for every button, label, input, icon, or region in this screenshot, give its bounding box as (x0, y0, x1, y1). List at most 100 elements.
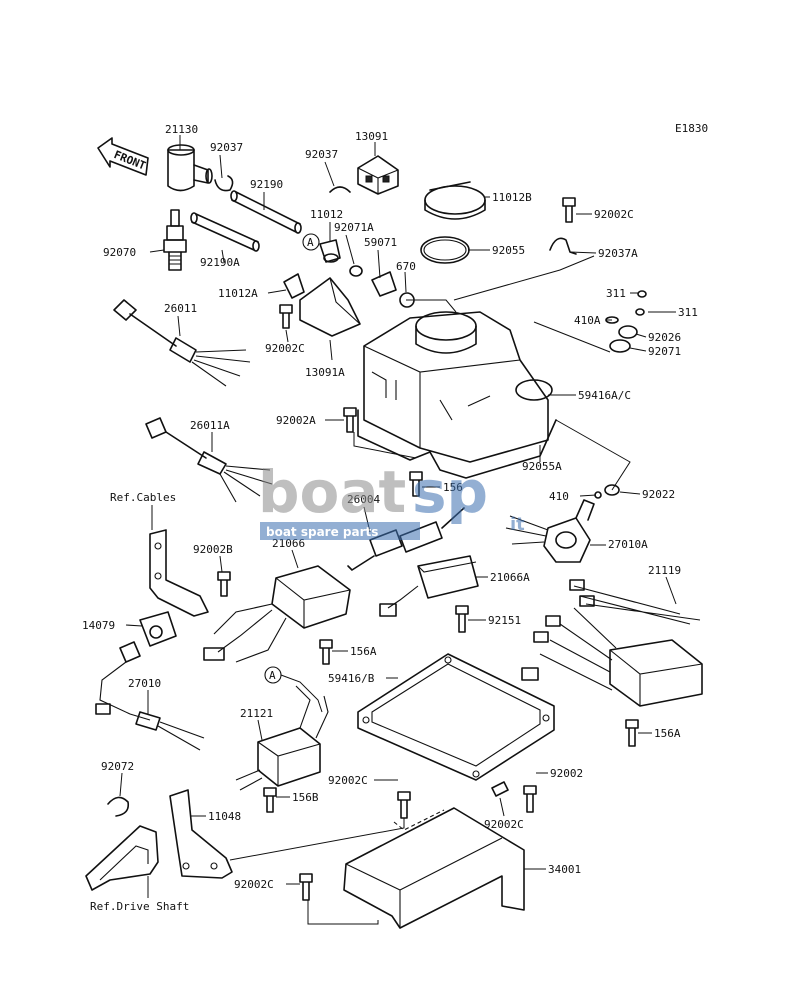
callout-311: 311 (606, 287, 626, 300)
callout-11012a: 11012A (218, 287, 258, 300)
bolt-92002c-icon (279, 197, 576, 329)
callout-92002c: 92002C (234, 878, 274, 891)
callout-26011a: 26011A (190, 419, 230, 432)
ignition-coil-21121-icon (235, 685, 329, 791)
o-ring-92055-icon (420, 236, 470, 264)
switch-14079-icon (95, 611, 205, 751)
bracket-11048-icon (169, 789, 233, 879)
gasket-92055a-icon (357, 409, 557, 479)
bolt-156-icon (409, 471, 423, 497)
gasket-59416b-icon (357, 653, 555, 781)
callout-27010a: 27010A (608, 538, 648, 551)
bolt-92151-icon (455, 605, 469, 633)
callout-156a: 156A (350, 645, 377, 658)
svg-text:A: A (307, 236, 314, 249)
callout-92151: 92151 (488, 614, 521, 627)
tube-92190-icon (190, 190, 302, 252)
bolt-92002c-bl-icon (299, 873, 313, 901)
small-parts-right-icon (605, 290, 647, 353)
callout-26011: 26011 (164, 302, 197, 315)
callout-311: 311 (678, 306, 698, 319)
marker-a-bottom: A (264, 666, 323, 713)
callout-21066: 21066 (272, 537, 305, 550)
regulator-21066-icon (203, 565, 351, 663)
bracket-34001-icon (343, 807, 525, 929)
callout-92071a: 92071A (334, 221, 374, 234)
ref-drive-shaft-bracket-icon (85, 825, 159, 891)
callout-92070: 92070 (103, 246, 136, 259)
leader-lines (119, 135, 677, 925)
callout-92037: 92037 (210, 141, 243, 154)
switch-27010a-icon (505, 499, 595, 563)
bolt-92002-icon (397, 781, 537, 819)
bolt-156b-icon (263, 787, 277, 813)
callout-14079: 14079 (82, 619, 115, 632)
callout-92002c: 92002C (484, 818, 524, 831)
grommet-11012-icon (319, 239, 415, 308)
watermark-brand-b: sp (412, 458, 488, 526)
callout-92190a: 92190A (200, 256, 240, 269)
clamp-92037a-icon (549, 237, 577, 255)
callout-21130: 21130 (165, 123, 198, 136)
figure-code: E1830 (675, 122, 708, 135)
callout-156: 156 (443, 481, 463, 494)
callout-92022: 92022 (642, 488, 675, 501)
ref-cables-bracket-icon (149, 529, 209, 617)
spark-plug-92070-icon (163, 209, 187, 271)
callout-92002: 92002 (550, 767, 583, 780)
watermark-brand-a: boat (258, 458, 406, 526)
box-21066a-icon (379, 555, 479, 617)
callout-11012b: 11012B (492, 191, 532, 204)
ring-410-icon (594, 484, 620, 499)
bolt-92002a-icon (343, 407, 357, 433)
bracket-13091a-icon (283, 273, 361, 337)
callout-92071: 92071 (648, 345, 681, 358)
bolt-92002b-icon (217, 571, 231, 597)
callout-92026: 92026 (648, 331, 681, 344)
callout-156b: 156B (292, 791, 319, 804)
cap-11012b-icon (424, 181, 486, 220)
callout-21119: 21119 (648, 564, 681, 577)
harness-26011a-icon (145, 417, 273, 503)
watermark-tagline-bar (260, 522, 420, 540)
callout-670: 670 (396, 260, 416, 273)
callout-92037: 92037 (305, 148, 338, 161)
callout-92055a: 92055A (522, 460, 562, 473)
callout-92002c: 92002C (594, 208, 634, 221)
harness-26011-icon (113, 299, 251, 387)
ignition-cap-21130-icon (167, 144, 213, 192)
callout-92002c: 92002C (328, 774, 368, 787)
callout-11048: 11048 (208, 810, 241, 823)
callout-59416ac: 59416A/C (578, 389, 631, 402)
callout-27010: 27010 (128, 677, 161, 690)
callout-410a: 410A (574, 314, 601, 327)
harness-21119-icon (521, 579, 703, 707)
callout-34001: 34001 (548, 863, 581, 876)
callout-59071: 59071 (364, 236, 397, 249)
front-arrow-icon: FRONT (97, 137, 149, 176)
callout-92002b: 92002B (193, 543, 233, 556)
bolt-156a-right-icon (625, 719, 639, 747)
watermark-brand-suffix: it (510, 514, 525, 535)
watermark-tagline: boat spare parts (266, 525, 378, 539)
callout-21066a: 21066A (490, 571, 530, 584)
clip-92072-icon (107, 796, 130, 817)
callout-92002c: 92002C (265, 342, 305, 355)
callout-59416b: 59416/B (328, 672, 375, 685)
callout-410: 410 (549, 490, 569, 503)
callout-92002a: 92002A (276, 414, 316, 427)
watermark-logo: boat sp it boat spare parts (258, 458, 525, 540)
bracket-13091-icon (357, 155, 399, 195)
callout-92190: 92190 (250, 178, 283, 191)
callout-26004: 26004 (347, 493, 380, 506)
callout-92072: 92072 (101, 760, 134, 773)
callout-11012: 11012 (310, 208, 343, 221)
marker-a-top: A (302, 233, 320, 251)
callout-labels: 21130 92037 92037 13091 11012B 92002C 92… (82, 123, 698, 913)
callout-13091a: 13091A (305, 366, 345, 379)
callout-92055: 92055 (492, 244, 525, 257)
callout-ref-cables: Ref.Cables (110, 491, 176, 504)
callout-ref-drive-shaft: Ref.Drive Shaft (90, 900, 189, 913)
svg-text:A: A (269, 669, 276, 682)
